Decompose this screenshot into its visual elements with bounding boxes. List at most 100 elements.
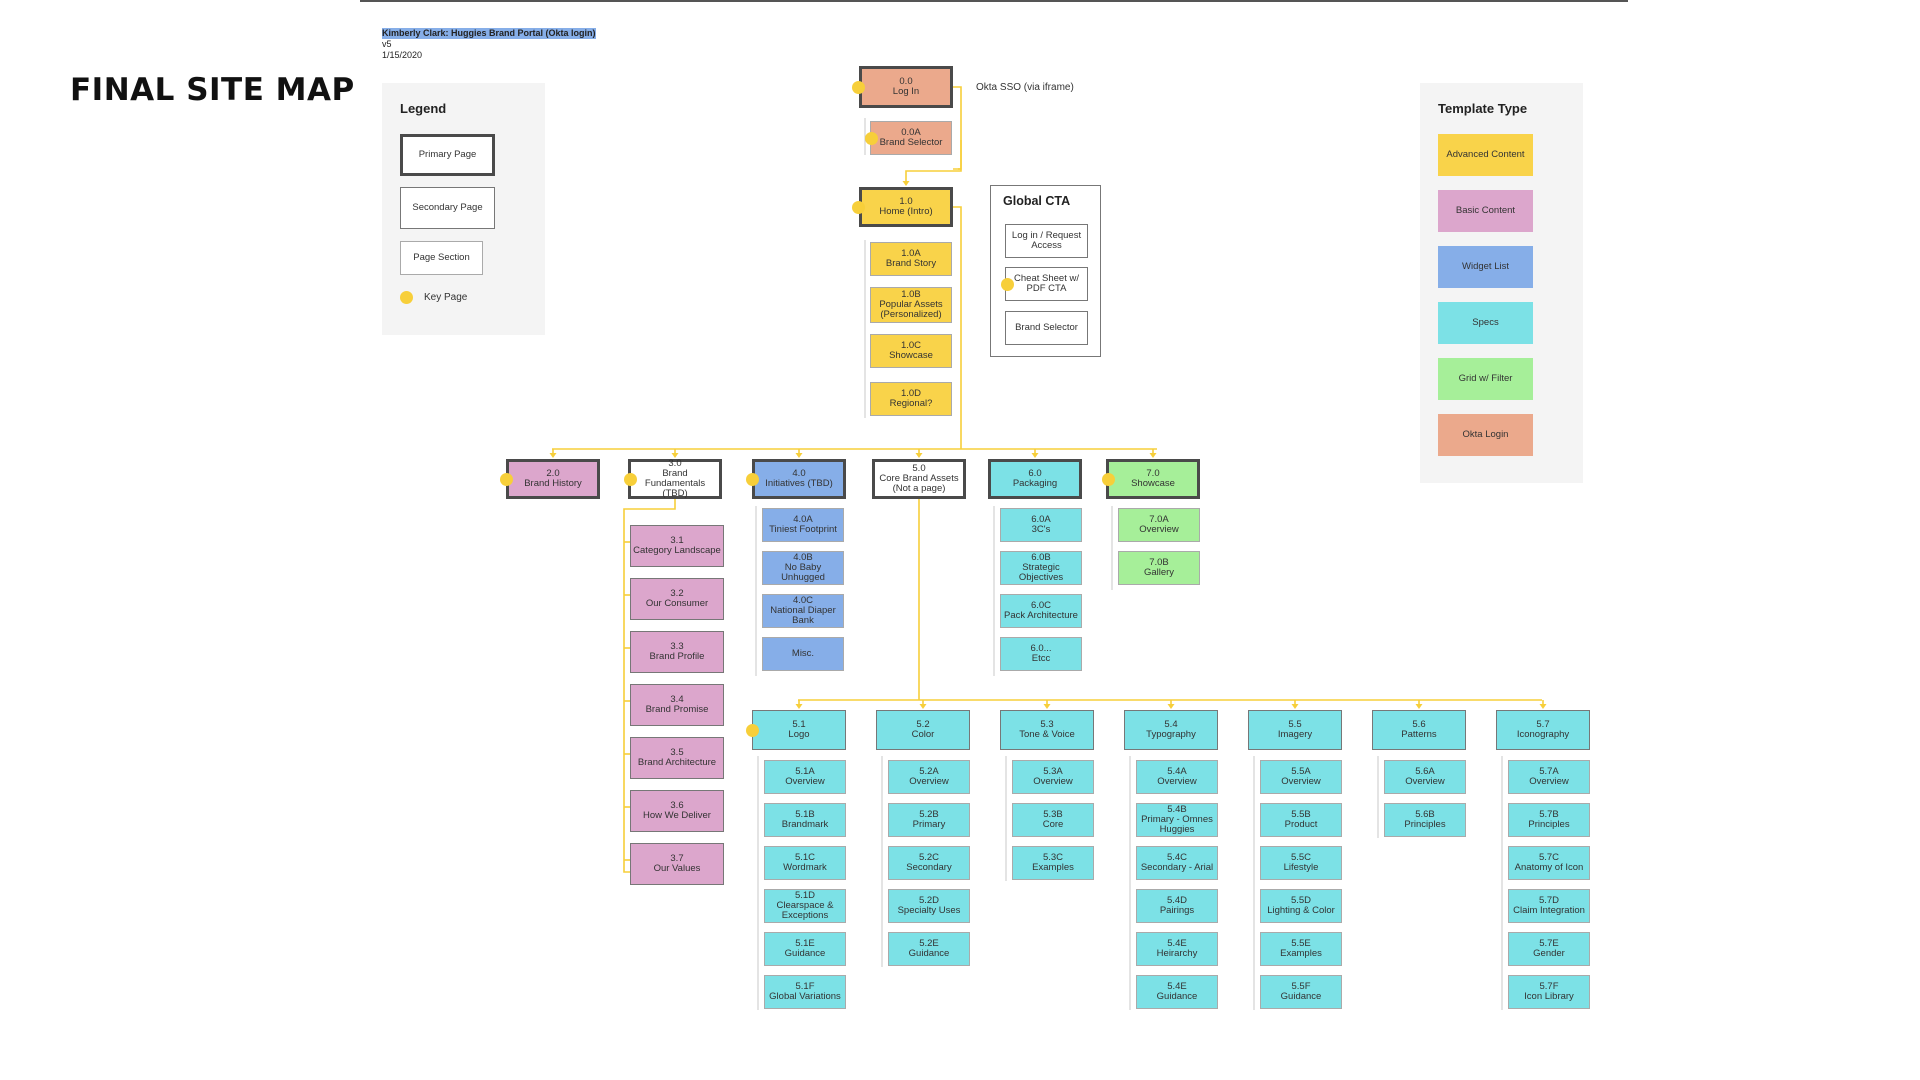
connector-line — [905, 140, 962, 185]
node-number: 1.0A — [901, 248, 921, 259]
node-label: Iconography — [1516, 729, 1570, 740]
node-label: Overview — [1405, 776, 1445, 787]
connector-arrow — [1539, 704, 1547, 709]
node-label: Etcc — [1031, 653, 1051, 664]
node-number: 7.0B — [1149, 557, 1169, 568]
node-number: 0.0 — [899, 76, 913, 87]
page-title: FINAL SITE MAP — [70, 72, 355, 108]
node-label: Pack Architecture — [1004, 610, 1078, 621]
node-label: Brand History — [524, 478, 582, 489]
template-swatch: Grid w/ Filter — [1438, 358, 1533, 400]
okta-note: Okta SSO (via iframe) — [976, 82, 1074, 93]
node-number: 5.5C — [1290, 852, 1312, 863]
key-page-dot — [746, 473, 759, 486]
node-label: Popular Assets (Personalized) — [879, 299, 943, 320]
legend-key-label: Key Page — [424, 292, 468, 303]
node-packaging-child: 6.0...Etcc — [1000, 637, 1082, 671]
node-label: Brand Fundamentals (TBD) — [644, 468, 706, 499]
node-label: Anatomy of Icon — [1514, 862, 1584, 873]
global-cta-item: Cheat Sheet w/ PDF CTA — [1005, 267, 1088, 301]
node-number: 5.2D — [918, 895, 940, 906]
node-number: 5.1 — [792, 719, 806, 730]
node-number: 4.0B — [793, 552, 813, 563]
node-label: Color — [911, 729, 935, 740]
node-number: 5.2A — [919, 766, 939, 777]
node-label: Brand Promise — [645, 704, 709, 715]
node-label: Heirarchy — [1156, 948, 1198, 959]
node-label: Log In — [892, 86, 920, 97]
node-label: Showcase — [889, 350, 933, 361]
node-number: 5.3C — [1042, 852, 1064, 863]
connector-arrow — [549, 453, 557, 458]
node-number: 5.1E — [795, 938, 815, 949]
key-page-dot — [500, 473, 513, 486]
node-number: 6.0... — [1030, 643, 1052, 654]
connector-arrow — [795, 704, 803, 709]
node-number: 5.1B — [795, 809, 815, 820]
node-number: 3.7 — [670, 853, 684, 864]
connector-arrow — [1415, 704, 1423, 709]
node-label: Examples — [1280, 948, 1322, 959]
node-number: 5.4A — [1167, 766, 1187, 777]
node-number: 5.3 — [1040, 719, 1054, 730]
node-number: 5.1A — [795, 766, 815, 777]
template-swatch: Specs — [1438, 302, 1533, 344]
connector-line — [623, 499, 676, 873]
node-number: 5.2 — [916, 719, 930, 730]
project-meta: Kimberly Clark: Huggies Brand Portal (Ok… — [382, 28, 596, 61]
node-label: Overview — [909, 776, 949, 787]
global-cta-title: Global CTA — [1003, 194, 1071, 208]
node-label: Brand Architecture — [637, 757, 717, 768]
node-label: How We Deliver — [643, 810, 711, 821]
template-swatch: Widget List — [1438, 246, 1533, 288]
project-name: Kimberly Clark: Huggies Brand Portal (Ok… — [382, 28, 596, 39]
connector-arrow — [915, 453, 923, 458]
node-number: 3.3 — [670, 641, 684, 652]
node-label: Overview — [1157, 776, 1197, 787]
node-number: 5.7D — [1538, 895, 1560, 906]
node-number: 5.5F — [1291, 981, 1311, 992]
node-label: Overview — [1281, 776, 1321, 787]
node-number: 1.0 — [899, 196, 913, 207]
connector-arrow — [1043, 704, 1051, 709]
node-number: 1.0B — [901, 289, 921, 300]
global-cta-item: Log in / Request Access — [1005, 224, 1088, 258]
node-label: Gender — [1533, 948, 1565, 959]
node-label: Pairings — [1159, 905, 1195, 916]
node-number: 5.6B — [1415, 809, 1435, 820]
connector-line — [953, 86, 962, 170]
node-number: 6.0C — [1030, 600, 1052, 611]
template-swatch: Basic Content — [1438, 190, 1533, 232]
node-number: 7.0A — [1149, 514, 1169, 525]
node-number: 5.2C — [918, 852, 940, 863]
legend-page-section: Page Section — [400, 241, 483, 275]
